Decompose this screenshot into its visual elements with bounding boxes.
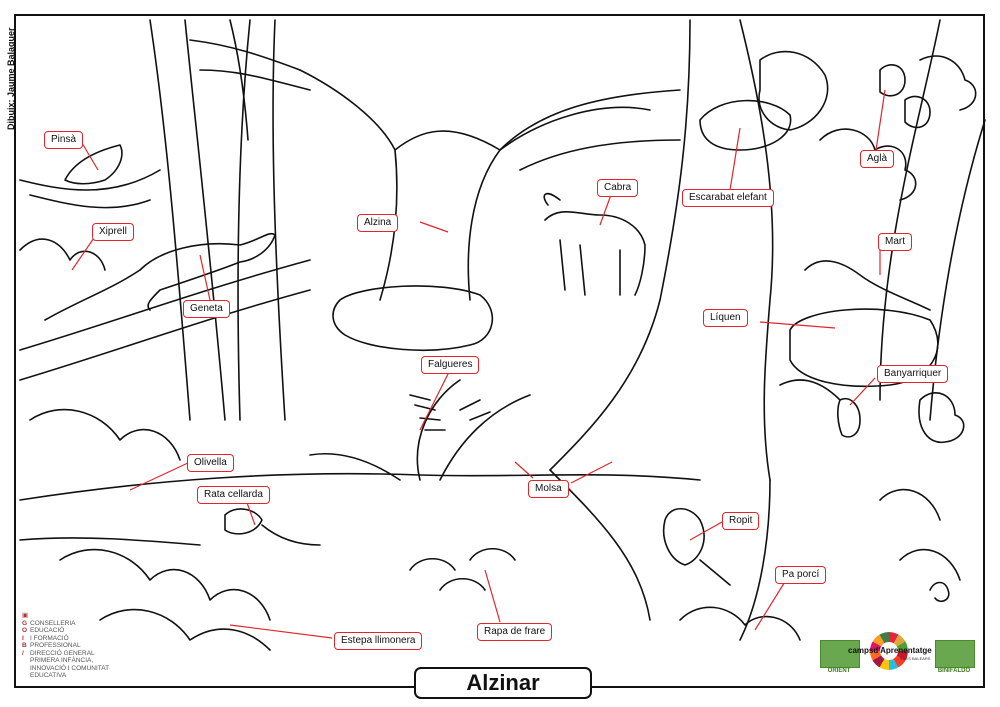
label-pa-porci: Pa porcí — [775, 566, 827, 584]
orient-logo — [820, 640, 860, 668]
label-geneta: Geneta — [183, 300, 230, 318]
label-olivella: Olivella — [187, 454, 234, 472]
label-banyarriquer: Banyarriquer — [877, 365, 949, 383]
label-estepa-llimonera: Estepa llimonera — [334, 632, 423, 650]
orient-caption: ORIENT — [827, 668, 851, 674]
ministry-line-1: CONSELLERIA — [30, 619, 76, 627]
ministry-line-7: INNOVACIÓ I COMUNITAT — [30, 664, 110, 672]
label-falgueres: Falgueres — [421, 356, 480, 374]
label-xiprell: Xiprell — [92, 223, 134, 241]
ministry-line-3: I FORMACIÓ — [30, 634, 69, 642]
label-ropit: Ropit — [722, 512, 760, 530]
camps-aprenentatge-logo: campsd'Aprenentatge — [848, 646, 932, 655]
ministry-line-2: EDUCACIÓ — [30, 627, 65, 634]
sdg-wheel-center — [880, 642, 898, 660]
ministry-line-5: DIRECCIÓ GENERAL — [30, 649, 95, 657]
label-pinsa: Pinsà — [44, 131, 84, 149]
binifaldo-logo — [935, 640, 975, 668]
label-rapa-de-frare: Rapa de frare — [477, 623, 553, 641]
label-rata-cellarda: Rata cellarda — [197, 486, 270, 504]
ministry-line-6: PRIMERA INFÀNCIA, — [30, 657, 94, 664]
camps-aprenentatge-sub: ILLES BALEARS — [900, 656, 931, 661]
binifaldo-caption: BINIFALDÓ — [937, 668, 971, 674]
label-agla: Aglà — [860, 150, 895, 168]
illustrator-credit: Dibuix: Jaume Balaguer — [6, 27, 16, 130]
label-molsa: Molsa — [528, 480, 569, 498]
label-cabra: Cabra — [597, 179, 639, 197]
label-liquen: Líquen — [703, 309, 748, 327]
label-escarabat-elefant: Escarabat elefant — [682, 189, 774, 207]
poster-title: Alzinar — [414, 667, 592, 699]
ministry-line-8: EDUCATIVA — [30, 672, 67, 679]
label-alzina: Alzina — [357, 214, 399, 232]
label-mart: Mart — [878, 233, 912, 251]
ministry-line-4: PROFESSIONAL — [30, 642, 81, 649]
